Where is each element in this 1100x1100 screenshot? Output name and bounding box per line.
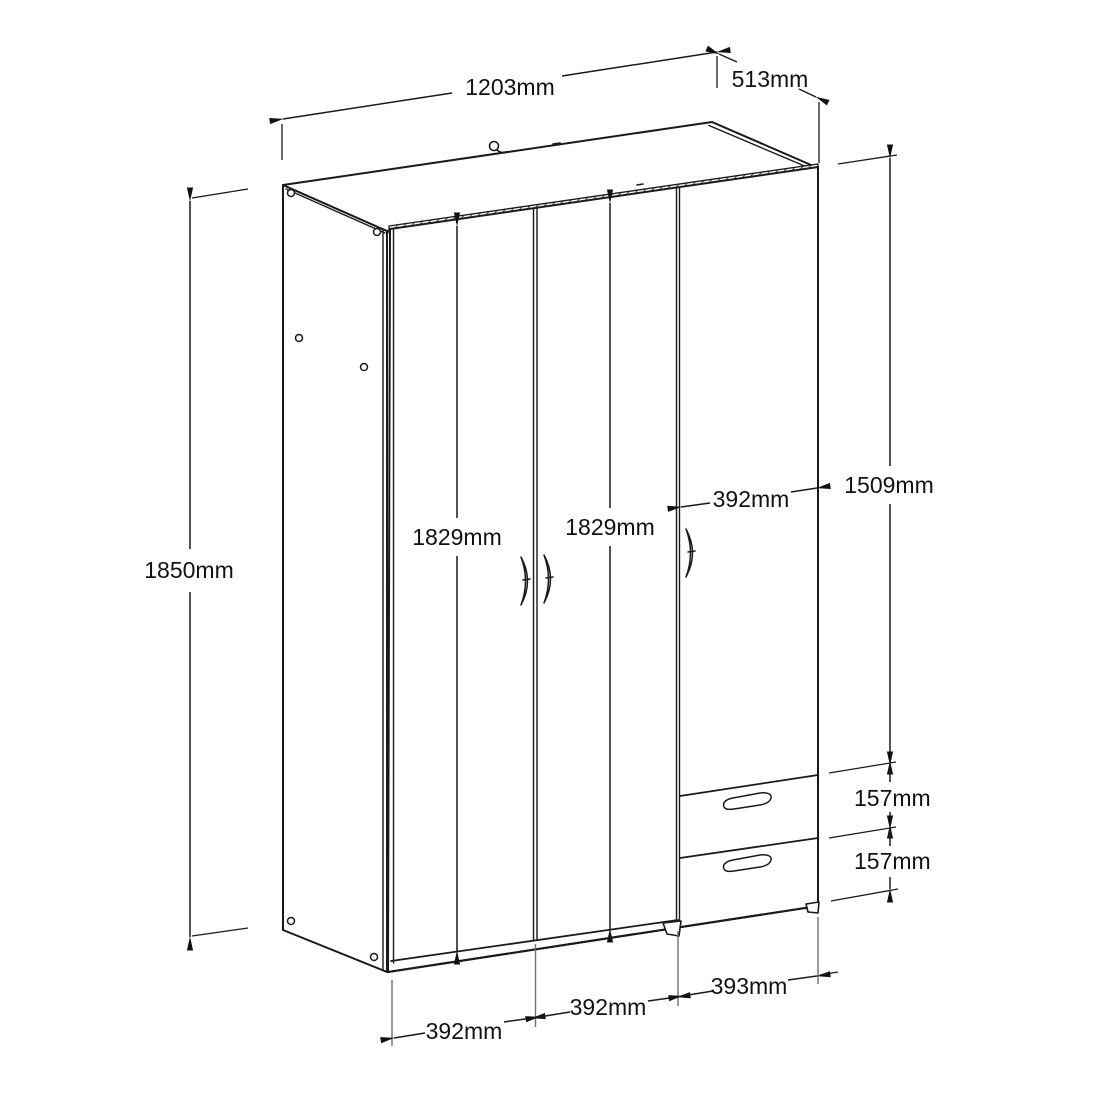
dimension-annotations: 1203mm 513mm 1850mm 1829mm 1829mm — [144, 45, 934, 1046]
dimension-door-middle-height: 1829mm — [565, 189, 655, 943]
dim-drawer-top-height-label: 157mm — [854, 785, 931, 811]
dimension-door-right-height: 1509mm — [837, 144, 934, 775]
dim-height-label: 1850mm — [144, 557, 233, 583]
foot — [805, 901, 820, 914]
door-handle-icon — [520, 528, 696, 606]
door-middle — [675, 187, 681, 929]
front-face — [387, 166, 820, 973]
dim-door-middle-height-label: 1829mm — [565, 514, 654, 540]
dim-depth-label: 513mm — [732, 66, 809, 92]
dimension-door-left-height: 1829mm — [412, 212, 502, 965]
dimension-door-middle-width: 392mm — [525, 992, 691, 1023]
left-side-panel — [282, 184, 388, 973]
dim-door-left-width-label: 392mm — [426, 1018, 503, 1044]
dimension-drawer-bottom-height: 157mm — [828, 815, 931, 903]
dimension-height: 1850mm — [144, 187, 249, 951]
dimension-drawer-top-height: 157mm — [828, 751, 931, 839]
dimension-width: 1203mm — [269, 46, 731, 160]
dimension-door-left-width: 392mm — [380, 1013, 546, 1044]
dimension-depth: 513mm — [705, 45, 830, 163]
door-left — [532, 207, 538, 941]
dimension-door-right-width: 392mm — [667, 482, 831, 512]
foot — [662, 920, 682, 937]
cam-hole-icons — [286, 188, 382, 962]
door-bottom-edge — [390, 919, 679, 962]
dim-door-middle-width-label: 392mm — [570, 994, 647, 1020]
wardrobe-body — [282, 121, 820, 973]
dim-drawer-bottom-height-label: 157mm — [854, 848, 931, 874]
dim-door-right-height-label: 1509mm — [844, 472, 933, 498]
drawer-bottom — [679, 837, 819, 859]
dim-door-right-width-label: 392mm — [713, 486, 790, 512]
dim-door-left-height-label: 1829mm — [412, 524, 501, 550]
drawer-top — [679, 774, 819, 797]
hanging-bracket-icon — [488, 140, 507, 154]
dimension-drawer-section-width: 393mm — [668, 971, 839, 1002]
dim-drawer-section-width-label: 393mm — [711, 973, 788, 999]
dim-width-label: 1203mm — [465, 74, 554, 100]
